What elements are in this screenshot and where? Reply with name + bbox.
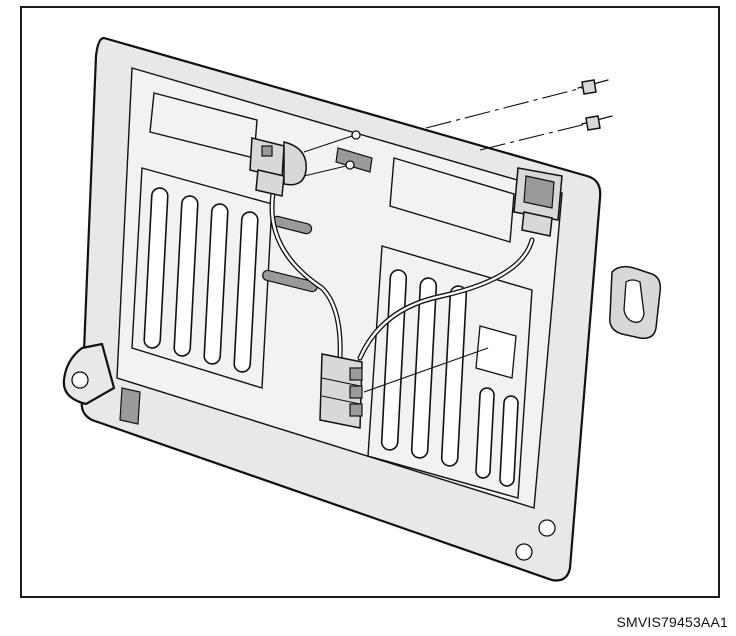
left-rib-1 <box>143 187 169 349</box>
screw-hole-bottom <box>345 160 355 170</box>
left-rib-group <box>131 167 273 389</box>
screw-hole-top <box>351 130 361 140</box>
bottom-right-hole-1 <box>538 519 556 537</box>
left-rib-4 <box>233 211 259 373</box>
left-rib-3 <box>203 203 229 365</box>
push-pin-fastener-lower <box>581 115 613 131</box>
right-connector <box>513 167 563 237</box>
right-rib-4 <box>475 387 495 479</box>
upper-right-recess <box>389 157 515 243</box>
left-ear-hole <box>71 371 89 389</box>
right-rib-5 <box>499 395 519 487</box>
left-mounting-ear <box>62 342 116 406</box>
bottom-right-hole-2 <box>515 543 533 561</box>
left-rib-2 <box>173 195 199 357</box>
small-label-plate <box>335 147 373 173</box>
illustration-frame <box>20 6 720 598</box>
switch-bezel <box>609 265 662 340</box>
fastener-guide-upper <box>425 87 583 129</box>
push-pin-fastener-upper <box>577 79 609 95</box>
switch-connector <box>249 137 307 197</box>
terminal-block <box>319 353 363 429</box>
screw-lead-top <box>303 135 353 153</box>
bottom-bracket <box>119 387 141 425</box>
access-window <box>475 325 517 379</box>
terminal-callout-line <box>363 347 489 393</box>
screw-lead-bottom <box>303 165 347 177</box>
right-rib-1 <box>380 269 408 451</box>
fastener-guide-lower <box>479 123 587 151</box>
figure-reference-code: SMVIS79453AA1 <box>616 614 728 630</box>
panel-wiring-illustration <box>62 36 662 582</box>
right-rib-3 <box>440 285 468 467</box>
center-slot-lower <box>262 269 318 293</box>
